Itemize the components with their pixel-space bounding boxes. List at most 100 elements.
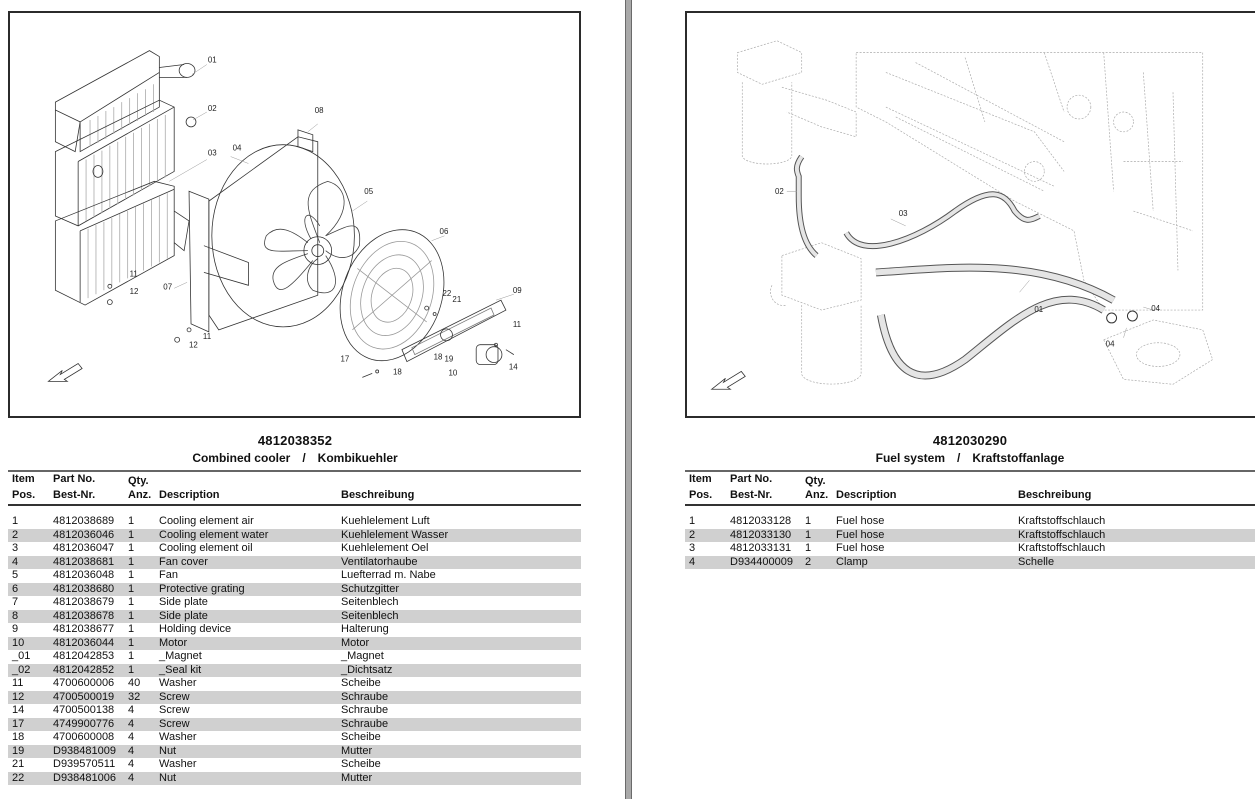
item-pos: 12 bbox=[12, 690, 25, 703]
description-en: Cooling element air bbox=[159, 515, 254, 527]
header-description: Description bbox=[836, 489, 897, 501]
item-pos: _01 bbox=[12, 650, 31, 662]
header-qty-en: Qty. bbox=[128, 475, 149, 487]
description-de: Ventilatorhaube bbox=[341, 555, 418, 568]
svg-text:11: 11 bbox=[203, 332, 212, 341]
description-en: Washer bbox=[159, 758, 197, 770]
quantity: 4 bbox=[128, 758, 135, 770]
description-de: Scheibe bbox=[341, 758, 381, 770]
item-pos: 5 bbox=[12, 569, 19, 581]
svg-text:12: 12 bbox=[130, 287, 139, 296]
part-number: 4812036044 bbox=[53, 636, 115, 649]
table-row: 21 D939570511 4 Washer Scheibe bbox=[8, 758, 581, 772]
item-pos: 1 bbox=[12, 515, 19, 527]
item-pos: 8 bbox=[12, 609, 19, 622]
svg-text:04: 04 bbox=[1151, 304, 1160, 313]
header-pos-de: Pos. bbox=[12, 489, 36, 501]
item-pos: 21 bbox=[12, 758, 25, 770]
group-number: 4812038352 bbox=[257, 433, 333, 448]
svg-text:07: 07 bbox=[163, 282, 172, 291]
part-number: D938481009 bbox=[53, 744, 117, 757]
description-de: Seitenblech bbox=[341, 609, 399, 622]
description-en: Side plate bbox=[159, 609, 208, 622]
quantity: 4 bbox=[128, 704, 135, 716]
parts-table-header: Item Pos. Part No. Best-Nr. Qty. Anz. De… bbox=[8, 470, 581, 506]
part-number: D939570511 bbox=[53, 758, 116, 770]
header-description: Description bbox=[159, 489, 220, 501]
part-number: 4700500138 bbox=[53, 704, 115, 716]
description-en: Screw bbox=[159, 704, 190, 716]
item-pos: 17 bbox=[12, 717, 25, 730]
svg-text:14: 14 bbox=[509, 362, 518, 371]
quantity: 1 bbox=[128, 596, 135, 608]
item-pos: 3 bbox=[689, 542, 696, 554]
part-number: 4700500019 bbox=[53, 690, 115, 703]
header-qty-en: Qty. bbox=[805, 475, 826, 487]
svg-text:01: 01 bbox=[1034, 305, 1043, 314]
item-pos: 22 bbox=[12, 771, 25, 784]
item-pos: 3 bbox=[12, 542, 19, 554]
description-de: Motor bbox=[341, 636, 370, 649]
part-number: 4812038678 bbox=[53, 609, 115, 622]
item-pos: 14 bbox=[12, 704, 25, 716]
quantity: 1 bbox=[128, 623, 135, 635]
svg-text:11: 11 bbox=[513, 320, 522, 329]
description-en: Fuel hose bbox=[836, 528, 885, 541]
part-number: D938481006 bbox=[53, 771, 117, 784]
svg-text:04: 04 bbox=[233, 144, 242, 153]
description-de: Seitenblech bbox=[341, 596, 399, 608]
description-en: Nut bbox=[159, 771, 177, 784]
item-pos: 18 bbox=[12, 731, 25, 743]
description-en: Fuel hose bbox=[836, 542, 885, 554]
quantity: 1 bbox=[128, 515, 135, 527]
header-pos-en: Item bbox=[12, 473, 35, 485]
svg-text:02: 02 bbox=[775, 187, 784, 196]
description-de: Mutter bbox=[341, 744, 373, 757]
description-de: Schutzgitter bbox=[341, 582, 400, 595]
description-de: Schelle bbox=[1018, 555, 1055, 568]
group-name: Combined cooler/Kombikuehler bbox=[0, 450, 590, 466]
description-de: Kraftstoffschlauch bbox=[1018, 542, 1106, 554]
description-en: Cooling element water bbox=[159, 528, 269, 541]
part-number: 4812038677 bbox=[53, 623, 115, 635]
quantity: 4 bbox=[128, 771, 135, 784]
item-pos: 10 bbox=[12, 636, 25, 649]
quantity: 1 bbox=[128, 636, 135, 649]
item-pos: 2 bbox=[12, 528, 19, 541]
description-en: Fuel hose bbox=[836, 515, 885, 527]
header-pos-en: Item bbox=[689, 473, 712, 485]
svg-text:17: 17 bbox=[341, 355, 350, 364]
header-part-de: Best-Nr. bbox=[730, 489, 773, 501]
quantity: 2 bbox=[805, 555, 812, 568]
quantity: 4 bbox=[128, 731, 135, 743]
description-en: _Magnet bbox=[159, 650, 202, 662]
description-de: Kraftstoffschlauch bbox=[1018, 515, 1106, 527]
page-divider bbox=[625, 0, 632, 799]
description-de: Kuehlelement Oel bbox=[341, 542, 429, 554]
header-part-en: Part No. bbox=[53, 473, 96, 485]
orientation-arrow-icon bbox=[47, 363, 83, 382]
description-de: _Dichtsatz bbox=[341, 663, 393, 676]
quantity: 4 bbox=[128, 717, 135, 730]
header-qty-de: Anz. bbox=[805, 489, 829, 501]
quantity: 1 bbox=[128, 663, 135, 676]
description-de: Schraube bbox=[341, 704, 389, 716]
quantity: 1 bbox=[128, 542, 135, 554]
description-en: Washer bbox=[159, 677, 197, 689]
svg-text:09: 09 bbox=[513, 286, 522, 295]
part-number: 4812036047 bbox=[53, 542, 115, 554]
description-en: Clamp bbox=[836, 555, 868, 568]
description-de: Halterung bbox=[341, 623, 389, 635]
